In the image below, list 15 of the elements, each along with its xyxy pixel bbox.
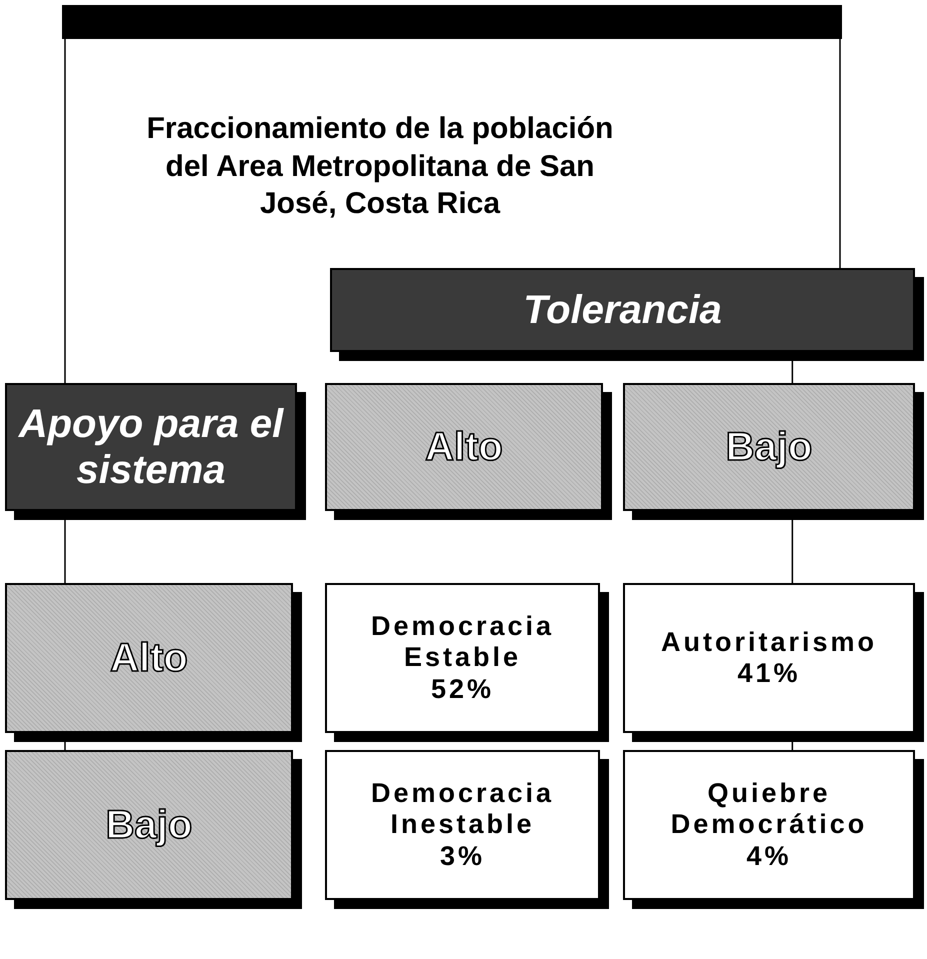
cell-text: Democracia Estable <box>370 611 556 674</box>
cell-text: Alto <box>425 424 503 470</box>
cell-text: Apoyo para el sistema <box>17 401 285 493</box>
cell-text: 52% <box>430 674 494 705</box>
cell-text: Tolerancia <box>523 287 722 333</box>
title: Fraccionamiento de la población del Area Metropolitana de San José, Costa Rica <box>146 111 614 222</box>
cell-text: Bajo <box>726 424 812 470</box>
cell-text: Democracia Inestable <box>370 778 556 841</box>
cell-text: Autoritarismo <box>660 626 878 658</box>
cell-text: 41% <box>737 658 801 690</box>
cell-text: Quiebre Democrático <box>670 778 868 841</box>
cell-text: Alto <box>110 635 188 681</box>
cell-text: Bajo <box>106 802 192 848</box>
cell-text: 4% <box>746 840 792 872</box>
cell-text: 3% <box>440 840 486 872</box>
